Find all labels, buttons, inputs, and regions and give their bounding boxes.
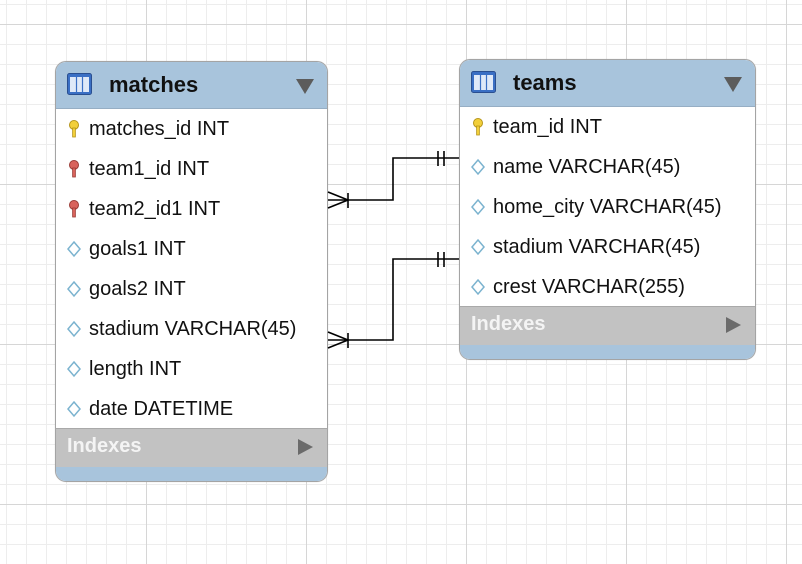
column-diamond-icon <box>67 400 81 418</box>
crows-foot-icon <box>327 191 349 201</box>
primary-key-icon <box>473 118 483 136</box>
relation-line <box>328 157 459 201</box>
indexes-bar[interactable]: Indexes <box>460 306 755 345</box>
column-row[interactable]: stadium VARCHAR(45) <box>460 227 755 267</box>
foreign-key-icon <box>69 200 79 218</box>
column-row[interactable]: matches_id INT <box>56 109 327 149</box>
column-label: name VARCHAR(45) <box>493 156 681 178</box>
column-list: team_id INT name VARCHAR(45) home_city V… <box>460 107 755 307</box>
relationship-team2[interactable] <box>327 252 459 349</box>
column-diamond-icon <box>67 320 81 338</box>
column-label: team2_id1 INT <box>89 198 221 220</box>
primary-key-icon <box>69 120 79 138</box>
indexes-label: Indexes <box>67 435 142 457</box>
column-label: stadium VARCHAR(45) <box>493 236 701 258</box>
column-row[interactable]: team1_id INT <box>56 149 327 189</box>
column-label: team_id INT <box>493 116 602 138</box>
table-title: teams <box>513 70 577 95</box>
table-teams[interactable]: teams team_id INT name VARCHAR(45) home_… <box>459 59 756 360</box>
column-label: goals2 INT <box>89 278 186 300</box>
column-row[interactable]: date DATETIME <box>56 389 327 429</box>
column-diamond-icon <box>471 198 485 216</box>
table-icon <box>67 73 92 95</box>
column-row[interactable]: team2_id1 INT <box>56 189 327 229</box>
column-label: stadium VARCHAR(45) <box>89 318 297 340</box>
column-label: crest VARCHAR(255) <box>493 276 685 298</box>
table-matches[interactable]: matches matches_id INT team1_id INT team… <box>55 61 328 482</box>
column-label: matches_id INT <box>89 118 230 140</box>
indexes-bar[interactable]: Indexes <box>56 428 327 467</box>
table-footer <box>460 345 755 359</box>
column-row[interactable]: team_id INT <box>460 107 755 147</box>
column-diamond-icon <box>67 240 81 258</box>
column-label: home_city VARCHAR(45) <box>493 196 722 218</box>
crows-foot-icon <box>327 331 349 341</box>
indexes-label: Indexes <box>471 313 546 335</box>
column-label: goals1 INT <box>89 238 186 260</box>
relationship-team1[interactable] <box>327 151 459 209</box>
column-diamond-icon <box>67 280 81 298</box>
table-footer <box>56 467 327 481</box>
relation-line <box>328 258 459 341</box>
table-icon <box>471 71 496 93</box>
column-row[interactable]: stadium VARCHAR(45) <box>56 309 327 349</box>
crows-foot-icon <box>327 199 349 209</box>
table-header[interactable]: teams <box>460 60 755 107</box>
column-row[interactable]: crest VARCHAR(255) <box>460 267 755 307</box>
collapse-arrow-icon[interactable] <box>724 77 742 92</box>
column-label: date DATETIME <box>89 398 234 420</box>
table-title: matches <box>109 72 199 97</box>
column-diamond-icon <box>471 238 485 256</box>
table-header[interactable]: matches <box>56 62 327 109</box>
crows-foot-icon <box>327 339 349 349</box>
column-label: team1_id INT <box>89 158 210 180</box>
column-diamond-icon <box>67 360 81 378</box>
column-diamond-icon <box>471 158 485 176</box>
column-diamond-icon <box>471 278 485 296</box>
column-row[interactable]: length INT <box>56 349 327 389</box>
foreign-key-icon <box>69 160 79 178</box>
collapse-arrow-icon[interactable] <box>296 79 314 94</box>
column-row[interactable]: goals2 INT <box>56 269 327 309</box>
column-list: matches_id INT team1_id INT team2_id1 IN… <box>56 109 327 429</box>
column-label: length INT <box>89 358 182 380</box>
column-row[interactable]: name VARCHAR(45) <box>460 147 755 187</box>
column-row[interactable]: home_city VARCHAR(45) <box>460 187 755 227</box>
column-row[interactable]: goals1 INT <box>56 229 327 269</box>
expand-arrow-icon[interactable] <box>726 317 741 333</box>
expand-arrow-icon[interactable] <box>298 439 313 455</box>
